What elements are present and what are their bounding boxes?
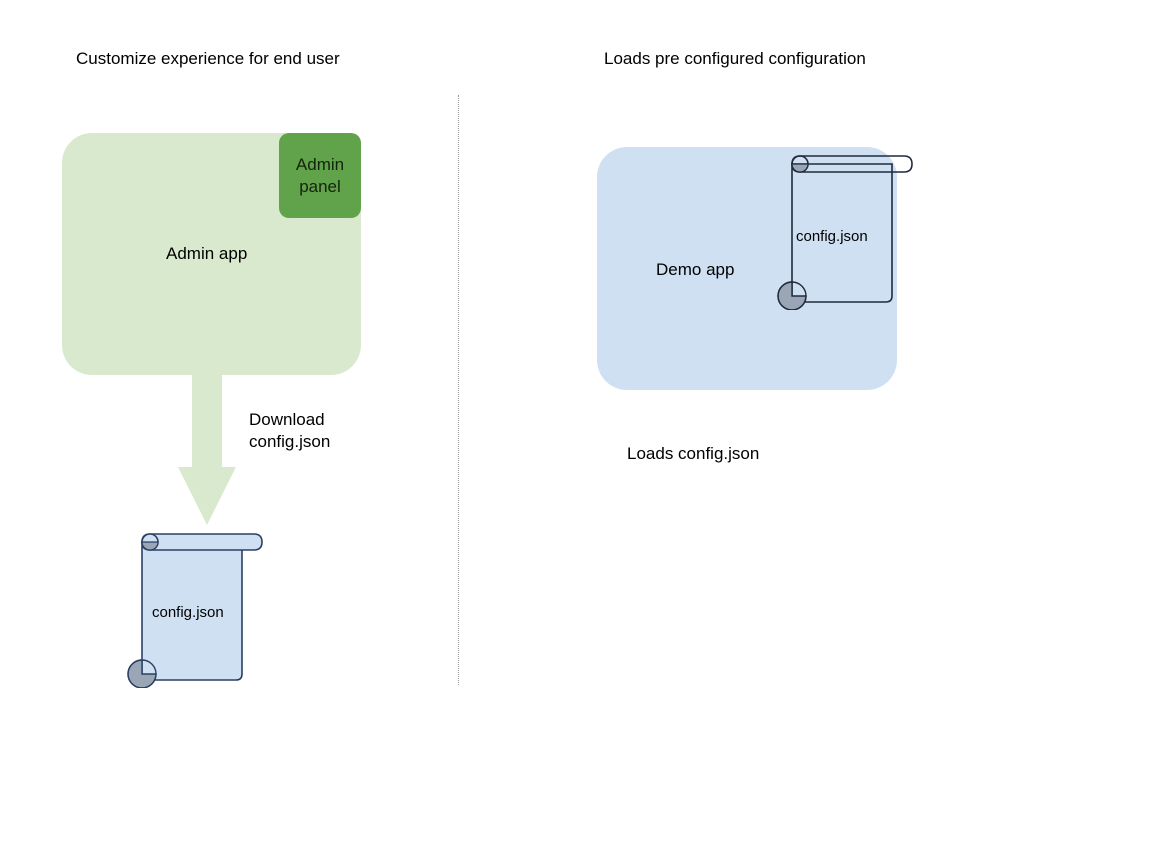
admin-panel-chip-line2: panel <box>299 176 341 196</box>
left-section-heading: Customize experience for end user <box>76 49 340 68</box>
download-arrow-label-line2: config.json <box>249 432 331 451</box>
config-json-document-right-icon <box>777 155 913 310</box>
config-json-document-left-icon <box>127 533 263 688</box>
config-json-document-left-label: config.json <box>152 604 224 621</box>
loads-config-caption: Loads config.json <box>627 444 760 463</box>
download-arrow-label: Download config.json <box>249 409 330 453</box>
admin-app-label: Admin app <box>166 244 248 263</box>
config-json-document-right-label: config.json <box>796 228 868 245</box>
demo-app-panel <box>597 147 897 390</box>
download-arrow-label-line1: Download <box>249 410 325 429</box>
section-divider <box>458 95 459 685</box>
right-section-heading: Loads pre configured configuration <box>604 49 866 68</box>
admin-panel-chip-line1: Admin <box>295 154 345 174</box>
demo-app-label: Demo app <box>656 260 735 279</box>
download-arrow-icon <box>178 371 236 525</box>
